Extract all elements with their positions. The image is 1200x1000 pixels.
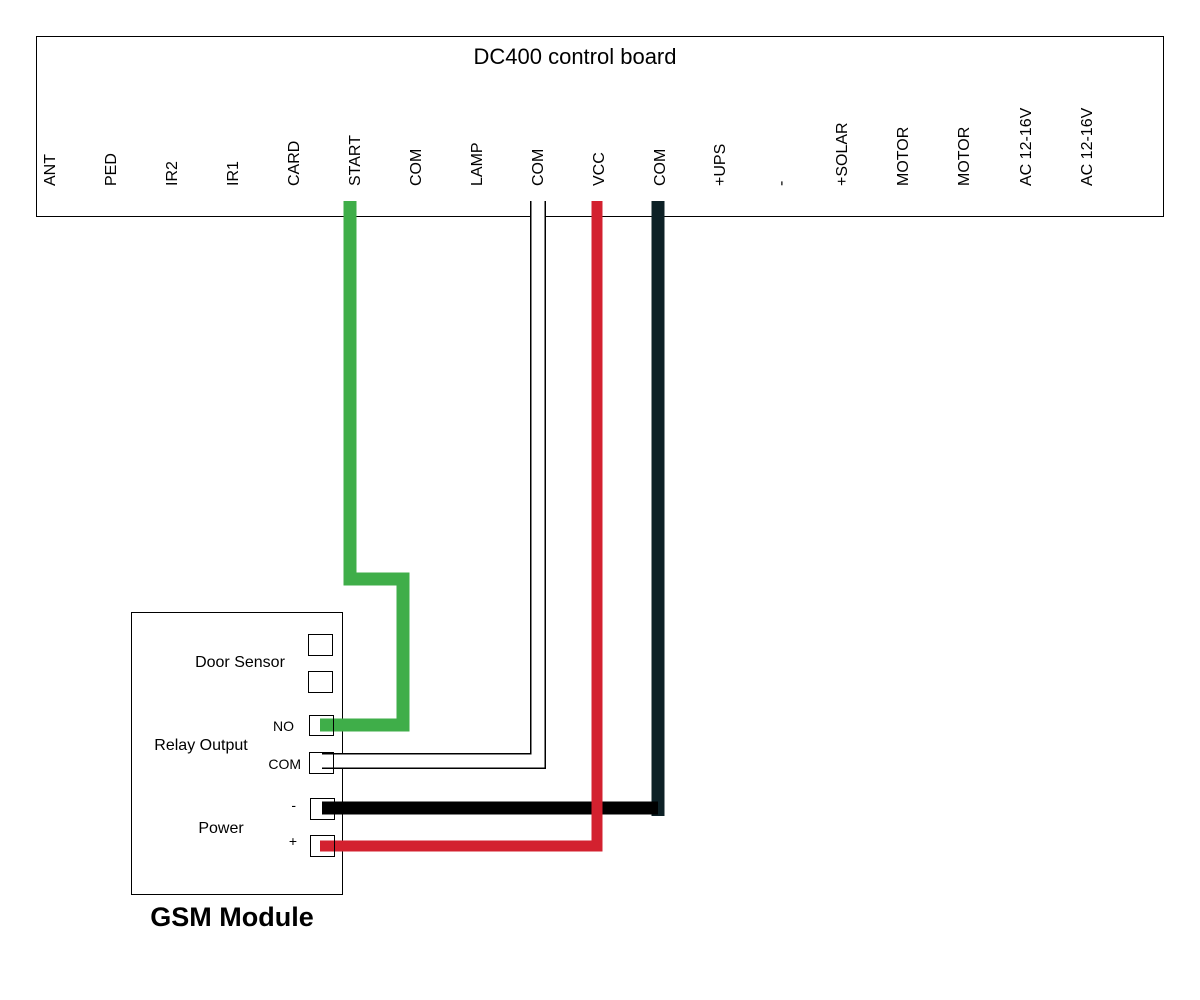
gsm-module-title: GSM Module xyxy=(150,902,314,932)
power-plus-terminal xyxy=(310,835,335,857)
vcc-to-plus-wire xyxy=(320,201,603,852)
control-board-outline xyxy=(36,36,1164,217)
terminal-ant: ANT xyxy=(42,154,59,186)
control-board: DC400 control board ANT PED IR2 IR1 CARD… xyxy=(36,36,1164,217)
start-to-no-wire xyxy=(320,201,410,732)
relay-output-label: Relay Output xyxy=(154,737,248,754)
module-sockets xyxy=(309,715,335,857)
door-sensor-terminal-1 xyxy=(308,634,333,656)
relay-no-terminal xyxy=(309,715,334,736)
relay-com-terminal xyxy=(309,752,334,774)
terminal-vcc: VCC xyxy=(591,152,608,186)
terminal-motor-2: MOTOR xyxy=(956,127,973,186)
terminal-solar: +SOLAR xyxy=(834,122,851,186)
relay-no-label: NO xyxy=(273,718,294,734)
terminal-lamp: LAMP xyxy=(469,142,486,186)
terminal-com-3: COM xyxy=(652,149,669,186)
terminal-ir1: IR1 xyxy=(225,161,242,186)
terminal-ups: +UPS xyxy=(712,144,729,186)
wires xyxy=(320,201,665,852)
terminal-ac-1: AC 12-16V xyxy=(1018,107,1035,186)
board-title: DC400 control board xyxy=(473,44,676,69)
power-label: Power xyxy=(198,820,244,837)
power-minus-terminal xyxy=(310,798,335,820)
terminal-start: START xyxy=(347,135,364,186)
terminal-com-1: COM xyxy=(408,149,425,186)
terminal-ir2: IR2 xyxy=(164,161,181,186)
terminal-minus: - xyxy=(773,181,790,186)
terminal-ped: PED xyxy=(103,153,120,186)
terminal-motor-1: MOTOR xyxy=(895,127,912,186)
power-plus-label: + xyxy=(289,833,297,849)
terminal-ac-2: AC 12-16V xyxy=(1079,107,1096,186)
door-sensor-terminal-2 xyxy=(308,671,333,693)
power-minus-label: - xyxy=(291,797,296,813)
com-wire xyxy=(322,201,545,768)
terminal-com-2: COM xyxy=(530,149,547,186)
gsm-module-outline xyxy=(131,612,343,895)
gsm-module: Door Sensor Relay Output NO COM Power - … xyxy=(131,612,343,932)
relay-com-label: COM xyxy=(268,756,301,772)
door-sensor-label: Door Sensor xyxy=(195,654,285,671)
terminal-card: CARD xyxy=(286,141,303,186)
